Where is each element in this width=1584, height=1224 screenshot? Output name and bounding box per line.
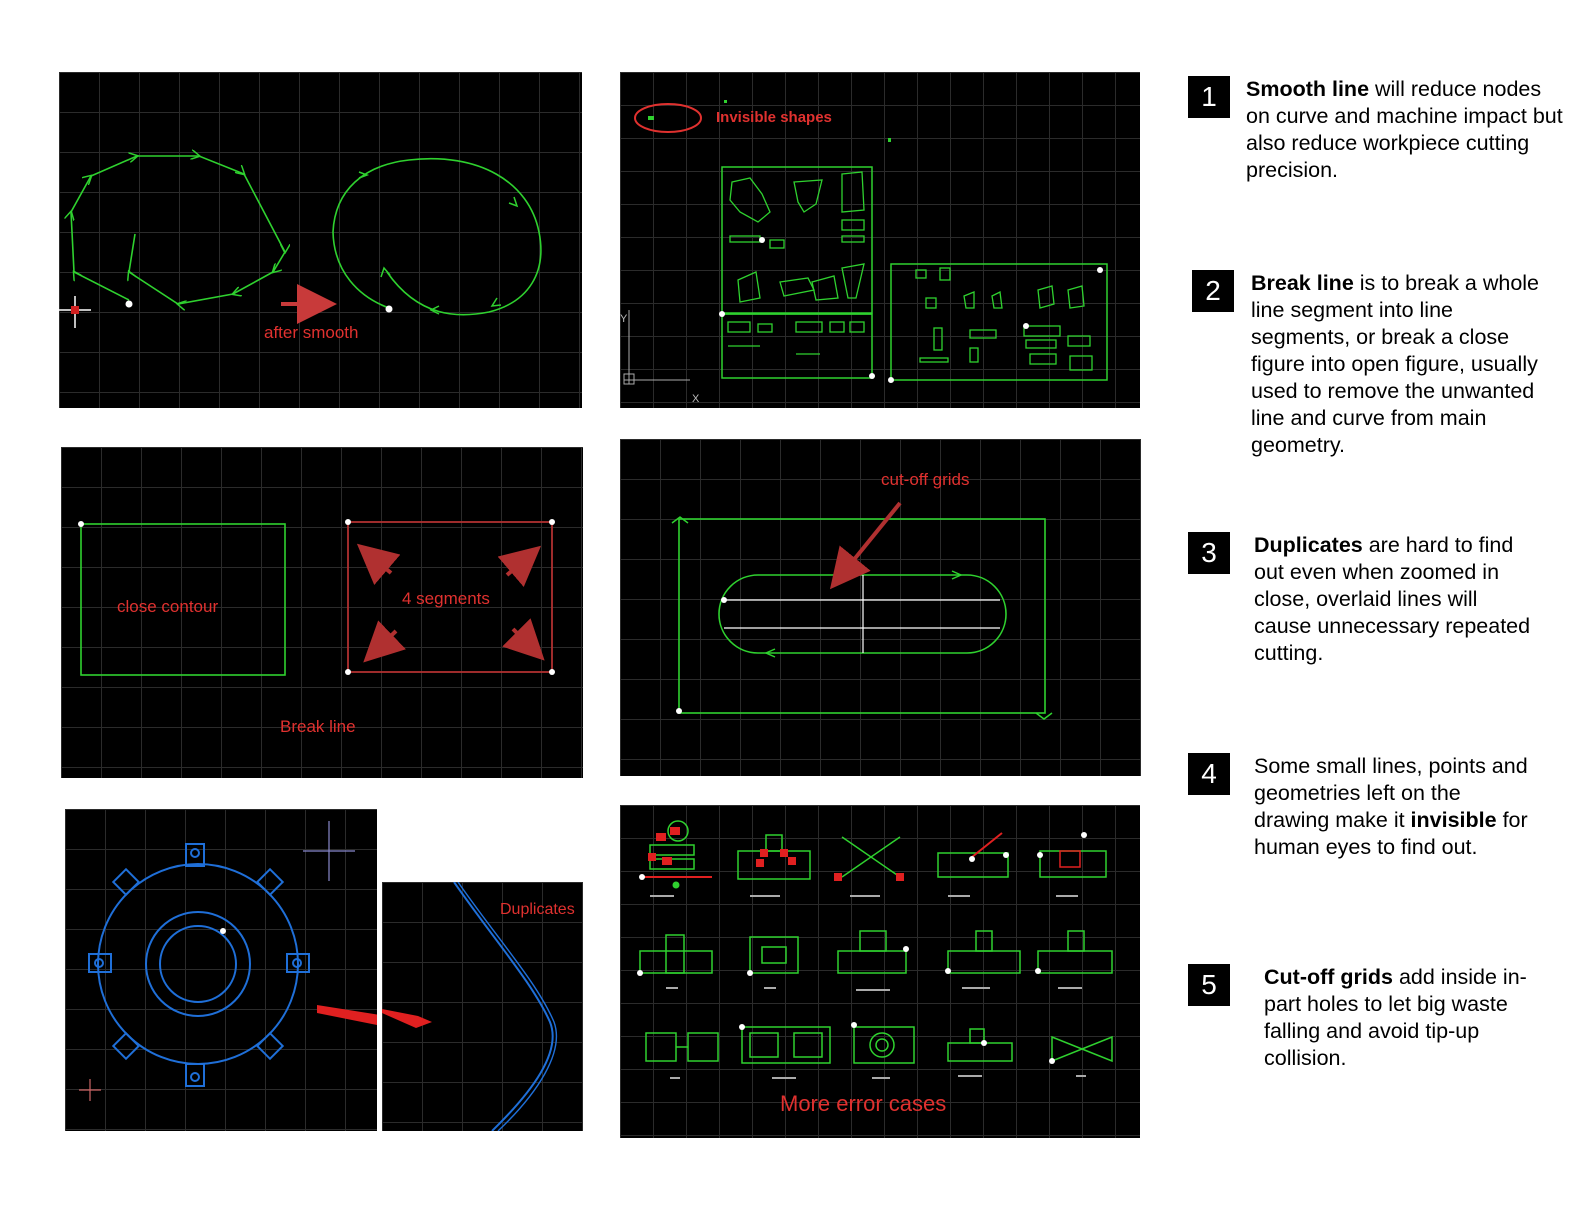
break-line-panel: close contour 4 segments Break line bbox=[61, 447, 583, 778]
note-number: 3 bbox=[1188, 532, 1230, 574]
note-text: Duplicates are hard to find out even whe… bbox=[1254, 533, 1531, 665]
red-arrow bbox=[497, 545, 542, 588]
cad-grid bbox=[620, 439, 1141, 776]
close-contour-label: close contour bbox=[117, 597, 219, 616]
cad-grid bbox=[382, 882, 583, 1131]
segmented-contour bbox=[347, 521, 553, 673]
smooth-drawing bbox=[59, 72, 542, 328]
smoothed-contour bbox=[332, 158, 542, 316]
crosshair-cursor-icon bbox=[303, 821, 355, 881]
axis-y-label: Y bbox=[620, 313, 628, 325]
note-text: Some small lines, points and geometries … bbox=[1254, 754, 1528, 859]
break-line-label: Break line bbox=[280, 717, 356, 736]
cutoff-grids-panel: cut-off grids bbox=[620, 439, 1141, 776]
break-drawing bbox=[78, 519, 555, 676]
invisible-drawing: Y X bbox=[620, 100, 1108, 405]
close-contour bbox=[80, 523, 286, 676]
gear-drawing bbox=[79, 821, 377, 1101]
error-cases-panel: More error cases bbox=[620, 805, 1140, 1138]
nest-sheet bbox=[890, 263, 1108, 381]
red-arrow bbox=[317, 1005, 377, 1025]
error-cases-label: More error cases bbox=[780, 1091, 947, 1116]
note-number: 1 bbox=[1188, 76, 1230, 118]
error-cases-drawing bbox=[637, 820, 1113, 1079]
zoomed-curve bbox=[382, 882, 558, 1131]
duplicates-zoom-panel: Duplicates bbox=[382, 882, 583, 1131]
note-text: Smooth line will reduce nodes on curve a… bbox=[1246, 77, 1563, 182]
duplicate-line bbox=[457, 882, 558, 1131]
after-smooth-label: after smooth bbox=[264, 323, 359, 342]
cad-grid bbox=[61, 447, 583, 778]
red-arrow bbox=[363, 620, 406, 663]
cutoff-drawing bbox=[671, 501, 1053, 720]
duplicates-label: Duplicates bbox=[500, 901, 575, 918]
inner-ring bbox=[145, 911, 251, 1017]
red-arrow bbox=[356, 543, 401, 586]
origin-marker-icon bbox=[79, 1079, 101, 1101]
cad-grid bbox=[620, 805, 1140, 1138]
outer-part bbox=[678, 518, 1046, 714]
highlight-ellipse bbox=[634, 103, 702, 133]
ucs-axis-icon bbox=[623, 310, 690, 385]
note-number: 5 bbox=[1188, 964, 1230, 1006]
segments-label: 4 segments bbox=[402, 589, 490, 608]
duplicates-panel bbox=[65, 809, 377, 1131]
red-arrow bbox=[829, 501, 902, 590]
slot-hole bbox=[718, 574, 1007, 654]
note-number: 4 bbox=[1188, 753, 1230, 795]
start-point bbox=[125, 300, 133, 308]
unsmoothed-contour bbox=[71, 156, 285, 304]
invisible-shapes-label: Invisible shapes bbox=[716, 109, 832, 126]
nest-sheet bbox=[721, 166, 873, 314]
invisible-shapes-panel: Y X Invisible shapes bbox=[620, 72, 1140, 408]
duplicate-line bbox=[453, 882, 554, 1131]
smooth-line-panel: after smooth bbox=[59, 72, 582, 408]
note-text: Cut-off grids add inside in-part holes t… bbox=[1264, 965, 1527, 1070]
cad-grid bbox=[65, 809, 377, 1131]
red-arrow bbox=[382, 1009, 432, 1028]
note-text: Break line is to break a whole line segm… bbox=[1251, 271, 1540, 457]
axis-x-label: X bbox=[692, 393, 700, 405]
cad-grid bbox=[620, 72, 1140, 408]
cutoff-grids-label: cut-off grids bbox=[881, 470, 970, 489]
red-arrow bbox=[502, 618, 545, 661]
note-number: 2 bbox=[1192, 270, 1234, 312]
start-point bbox=[385, 305, 393, 313]
